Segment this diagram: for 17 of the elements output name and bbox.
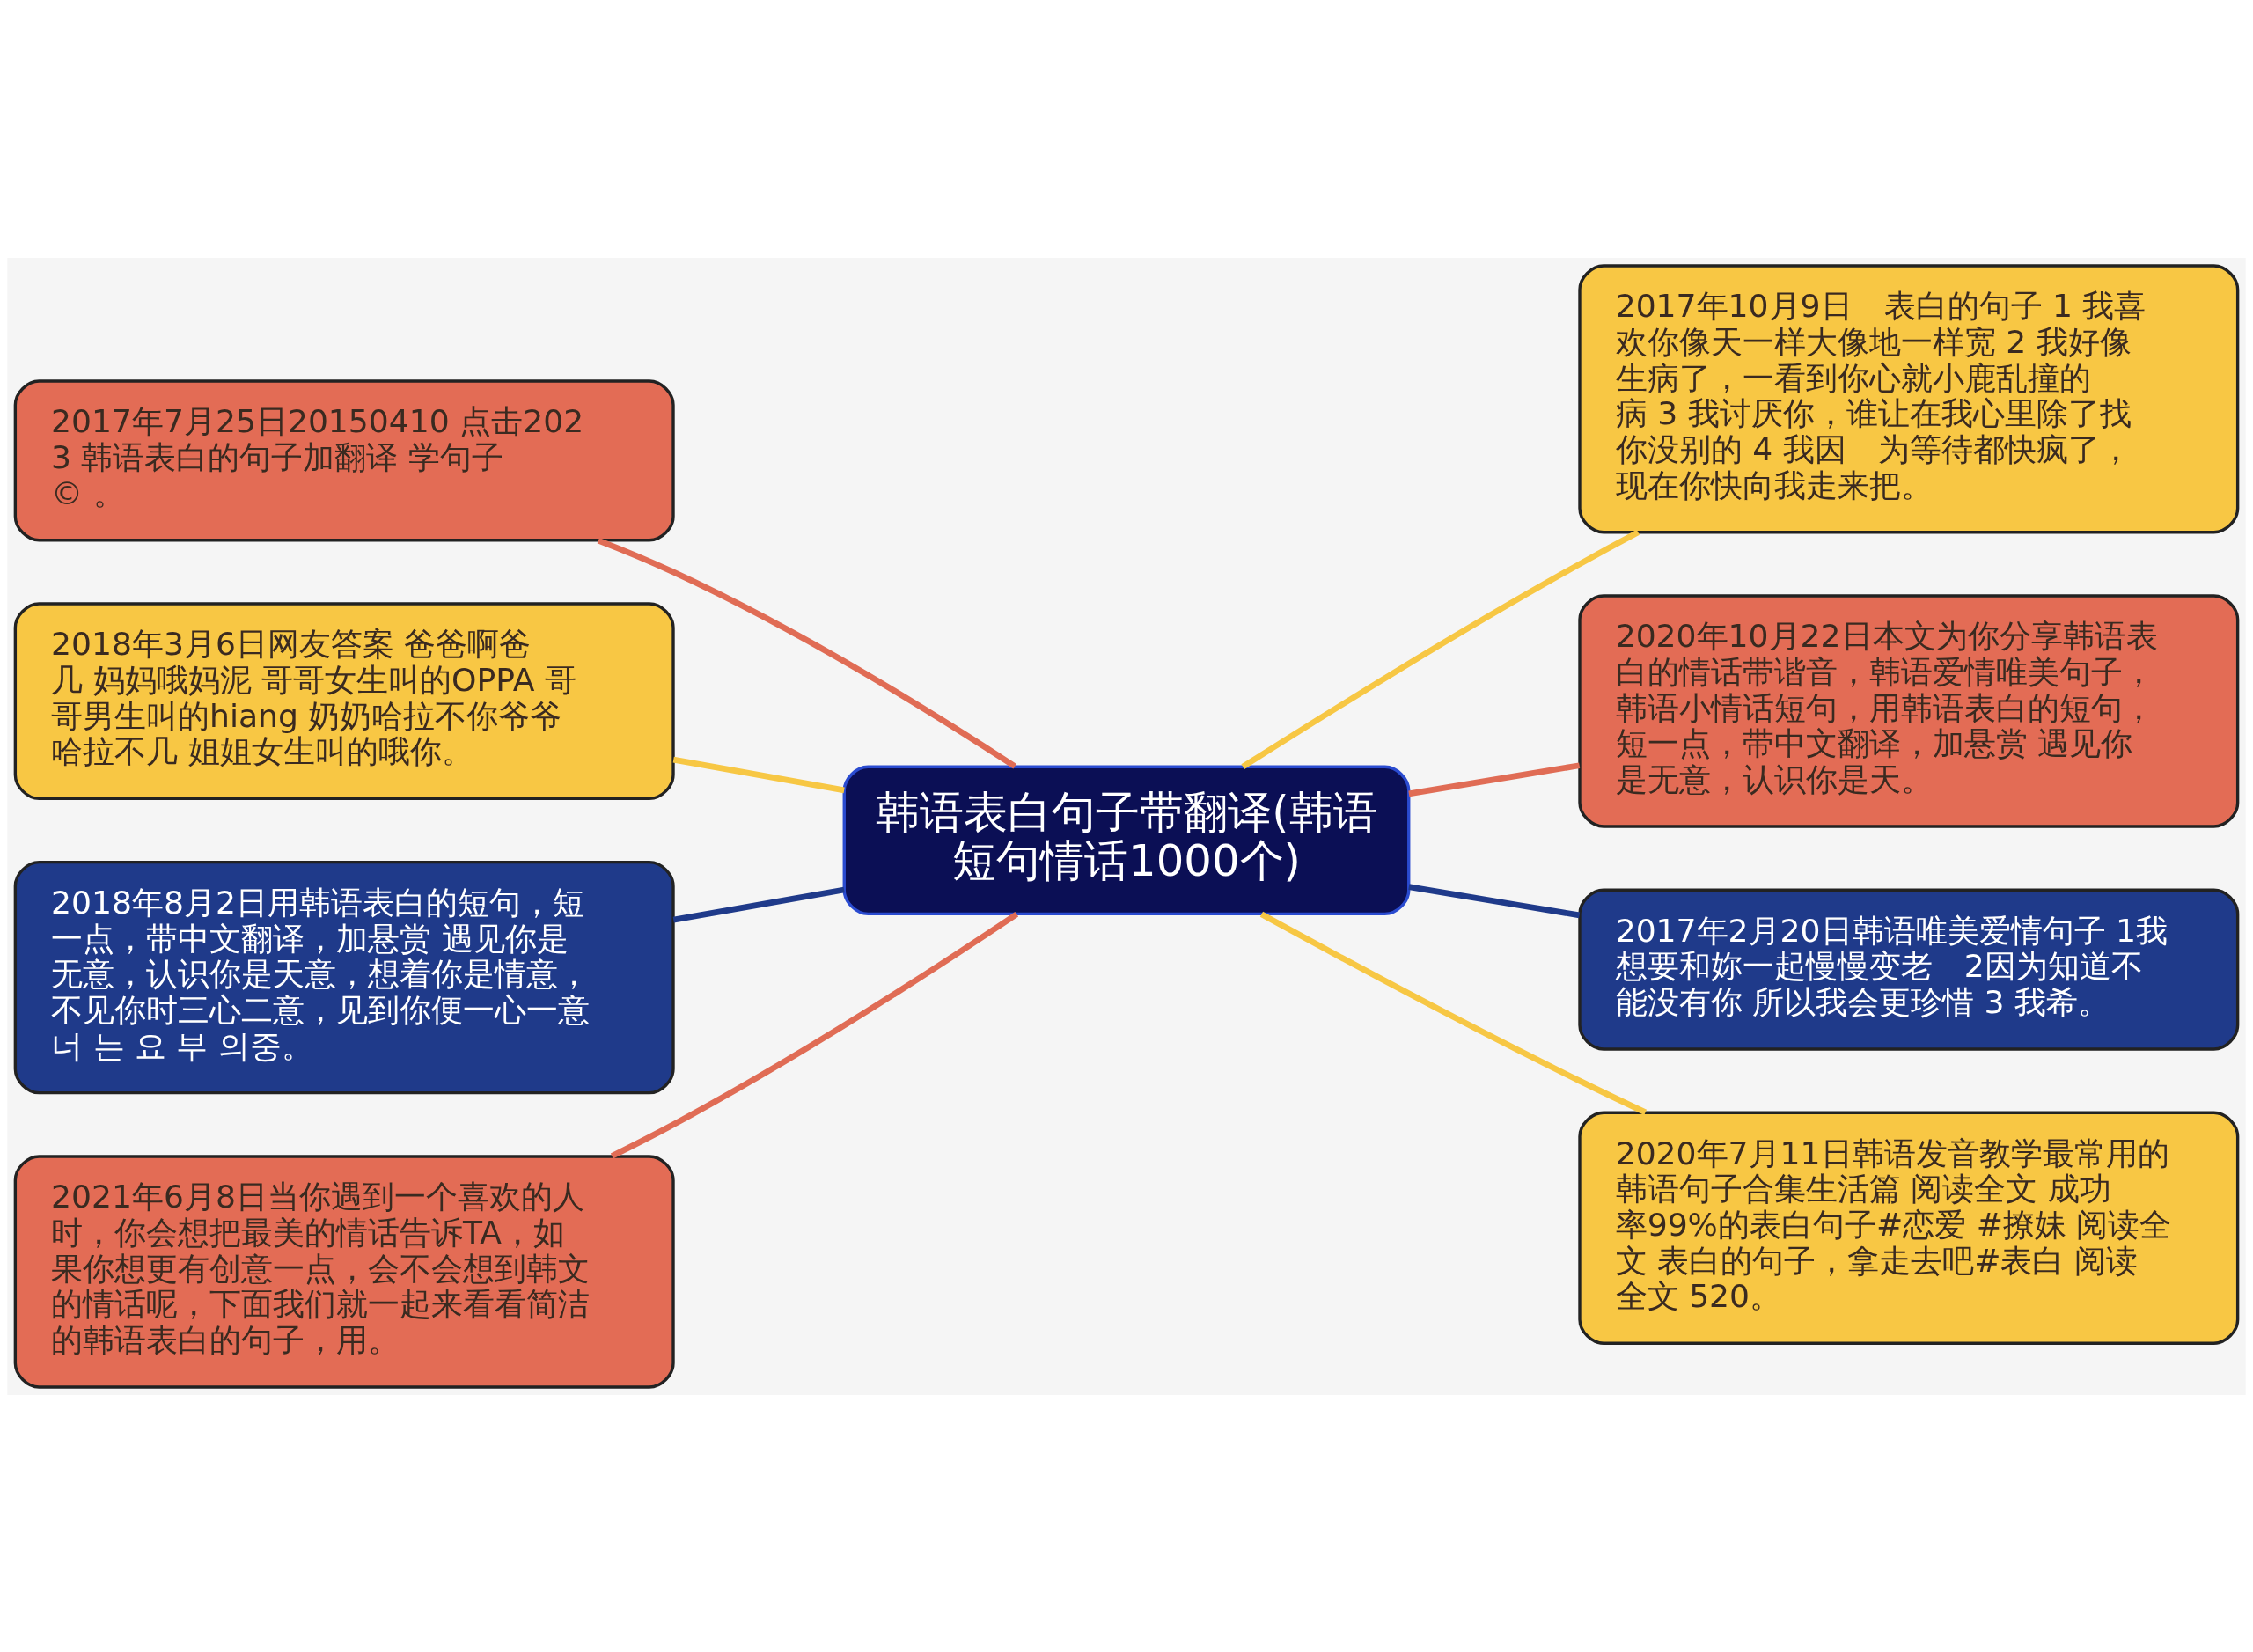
node-box: 2018年3月6日网友答案 爸爸啊爸几 妈妈哦妈泥 哥哥女生叫的OPPA 哥哥男生叫的hiang 奶奶哈拉不你爷爷哈拉不几 姐姐女生叫的哦你。 (13, 601, 675, 800)
node-box: 2020年10月22日本文为你分享韩语表白的情话带谐音，韩语爱情唯美句子，韩语小情话短句，用韩语表白的短句，短一点，带中文翻译，加悬赏 遇见你是无意，认识你是天。 (1578, 593, 2240, 828)
connector (1408, 883, 1581, 918)
node-box: 2017年2月20日韩语唯美爱情句子 1我想要和妳一起慢慢变老 2因为知道不能没有你 所以我会更珍惜 3 我希。 (1578, 888, 2240, 1051)
connector (1241, 529, 1640, 769)
node-box: 2020年7月11日韩语发音教学最常用的韩语句子合集生活篇 阅读全文 成功率99%的表白句子#恋爱 #撩妹 阅读全文 表白的句子，拿走去吧#表白 阅读全文 520。 (1578, 1111, 2240, 1345)
connector (610, 911, 1019, 1159)
connector (672, 886, 845, 922)
connector (597, 537, 1017, 769)
node-box: 2017年7月25日20150410 点击2023 韩语表白的句子加翻译 学句子© 。 (13, 378, 675, 541)
connector (1408, 761, 1581, 797)
node-box: 2018年8月2日用韩语表白的短句，短一点，带中文翻译，加悬赏 遇见你是无意，认识你是天意，想着你是情意，不见你时三心二意，见到你便一心一意너 는 요 부 의중。 (13, 860, 675, 1094)
node-box: 2017年10月9日 表白的句子 1 我喜欢你像天一样大像地一样宽 2 我好像生病了，一看到你心就小鹿乱撞的病 3 我讨厌你，谁让在我心里除了找你没别的 4 我因 为等待都快疯了，现在你快向我走来把。 (1578, 263, 2240, 533)
node-box: 韩语表白句子带翻译(韩语短句情话1000个) (842, 765, 1411, 915)
node-box: 2021年6月8日当你遇到一个喜欢的人时，你会想把最美的情话告诉TA，如果你想更有创意一点，会不会想到韩文的情话呢，下面我们就一起来看看简洁的韩语表白的句子，用。 (13, 1154, 675, 1389)
connector (672, 756, 845, 793)
connector (1259, 911, 1648, 1115)
